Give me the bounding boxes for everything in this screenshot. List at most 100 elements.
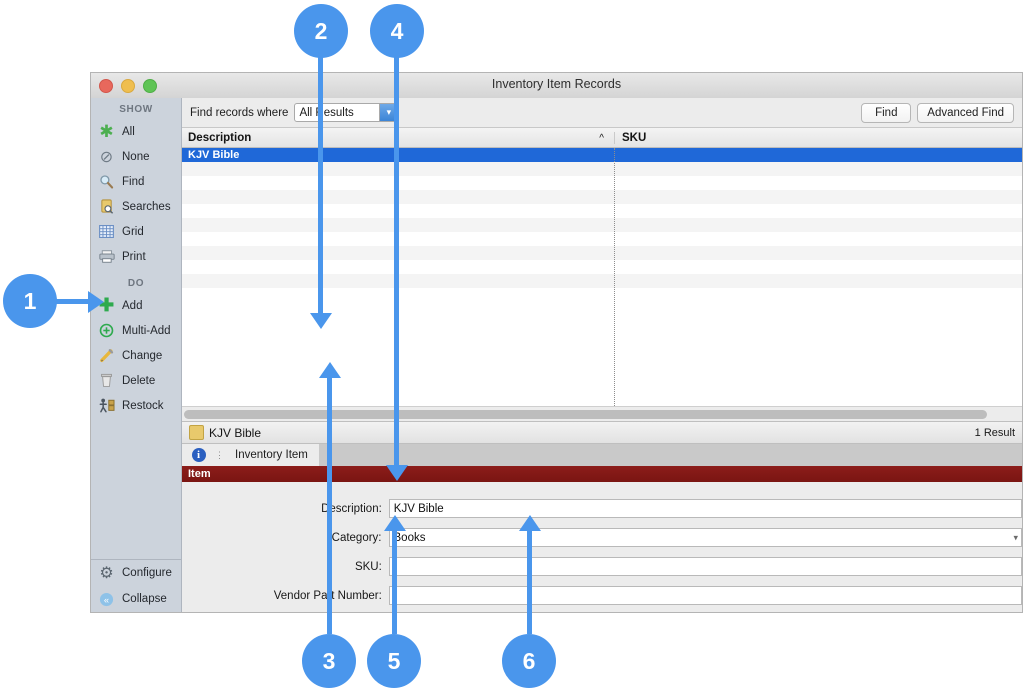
sidebar-item-label: Collapse — [122, 593, 167, 605]
callout-badge-4: 4 — [370, 4, 424, 58]
sidebar-item-restock[interactable]: Restock — [91, 393, 181, 418]
close-button[interactable] — [99, 79, 113, 93]
sidebar-item-label: Configure — [122, 567, 172, 579]
callout-5-arrow — [384, 515, 406, 531]
window-titlebar: Inventory Item Records — [91, 73, 1022, 99]
saved-searches-icon — [98, 198, 115, 215]
description-input[interactable]: KJV Bible — [388, 499, 1022, 518]
sidebar-item-label: Restock — [122, 399, 164, 412]
table-row[interactable] — [182, 162, 1022, 176]
sidebar-item-searches[interactable]: Searches — [91, 194, 181, 219]
sidebar-item-add[interactable]: ✚ Add — [91, 293, 181, 318]
tab-inventory-item[interactable]: Inventory Item — [224, 444, 319, 466]
vendor-part-number-input[interactable] — [388, 586, 1022, 605]
horizontal-scrollbar[interactable] — [182, 406, 1022, 421]
collapse-chevron-icon: « — [98, 591, 115, 608]
sku-input[interactable] — [388, 557, 1022, 576]
sidebar-item-grid[interactable]: Grid — [91, 219, 181, 244]
table-row[interactable] — [182, 176, 1022, 190]
column-divider[interactable] — [614, 148, 615, 406]
find-bar: Find records where All Results ▾ Find Ad… — [182, 98, 1022, 128]
sidebar-item-collapse[interactable]: « Collapse — [91, 586, 181, 612]
scrollbar-thumb[interactable] — [184, 409, 987, 419]
pencil-icon — [98, 347, 115, 364]
grid-icon — [98, 223, 115, 240]
callout-badge-5: 5 — [367, 634, 421, 688]
table-row[interactable]: KJV Bible — [182, 148, 1022, 162]
minimize-button[interactable] — [121, 79, 135, 93]
tab-grip-icon[interactable]: ⋮ — [215, 444, 224, 466]
form-row-description: Description: KJV Bible — [182, 494, 1022, 523]
result-count: 1 Result — [974, 426, 1015, 439]
sidebar-item-delete[interactable]: Delete — [91, 368, 181, 393]
sidebar-item-none[interactable]: ⊘ None — [91, 144, 181, 169]
table-row[interactable] — [182, 246, 1022, 260]
chevron-down-icon[interactable]: ▾ — [1013, 532, 1018, 542]
printer-icon — [98, 248, 115, 265]
callout-badge-2: 2 — [294, 4, 348, 58]
section-header-item: Item — [182, 466, 1022, 482]
callout-6-arrow — [519, 515, 541, 531]
table-row[interactable] — [182, 274, 1022, 288]
vendor-part-number-label: Vendor Part Number: — [273, 589, 382, 602]
prohibited-icon: ⊘ — [99, 148, 114, 166]
magnifier-icon — [98, 173, 115, 190]
cell-description: KJV Bible — [188, 149, 240, 161]
sidebar-item-label: Searches — [122, 200, 171, 213]
callout-1-leader — [55, 299, 88, 304]
form-row-category: Category: Books ▾ — [182, 523, 1022, 552]
description-label: Description: — [321, 502, 382, 515]
sidebar-show-header: SHOW — [119, 104, 153, 115]
find-records-label: Find records where — [190, 106, 289, 119]
advanced-find-button[interactable]: Advanced Find — [917, 102, 1014, 123]
table-row[interactable] — [182, 260, 1022, 274]
callout-badge-1: 1 — [3, 274, 57, 328]
sidebar-item-label: All — [122, 125, 135, 138]
sidebar-item-label: Add — [122, 299, 143, 312]
sidebar-item-label: None — [122, 150, 150, 163]
column-label: SKU — [622, 131, 647, 144]
sidebar-item-find[interactable]: Find — [91, 169, 181, 194]
category-select[interactable]: Books ▾ — [388, 528, 1022, 547]
callout-badge-3: 3 — [302, 634, 356, 688]
callout-1-arrow — [88, 291, 104, 313]
traffic-lights — [99, 79, 157, 93]
multi-add-icon — [98, 322, 115, 339]
asterisk-icon: ✱ — [99, 121, 114, 141]
tab-info[interactable]: i — [182, 444, 215, 466]
table-row[interactable] — [182, 218, 1022, 232]
item-form: Description: KJV Bible Category: Books ▾… — [182, 482, 1022, 612]
find-scope-select[interactable]: All Results ▾ — [294, 103, 399, 122]
sidebar-item-label: Print — [122, 250, 146, 263]
table-row[interactable] — [182, 204, 1022, 218]
callout-3-arrow — [319, 362, 341, 378]
zoom-button[interactable] — [143, 79, 157, 93]
find-button[interactable]: Find — [861, 102, 912, 123]
sidebar-item-label: Find — [122, 175, 145, 188]
callout-2-leader — [318, 57, 323, 313]
trash-icon — [98, 372, 115, 389]
table-row[interactable] — [182, 232, 1022, 246]
window-body: SHOW ✱ All ⊘ None Find Searches — [91, 98, 1022, 612]
column-label: Description — [188, 131, 252, 144]
sidebar-item-configure[interactable]: ⚙ Configure — [91, 560, 181, 586]
sidebar-bottom-group: ⚙ Configure « Collapse — [91, 559, 181, 612]
sidebar-item-change[interactable]: Change — [91, 343, 181, 368]
category-label: Category: — [331, 531, 382, 544]
column-header-sku[interactable]: SKU — [614, 131, 1022, 144]
sidebar-item-print[interactable]: Print — [91, 244, 181, 269]
description-value: KJV Bible — [393, 502, 444, 515]
sidebar-item-label: Multi-Add — [122, 324, 171, 337]
sidebar-item-label: Change — [122, 349, 163, 362]
chevron-down-icon[interactable]: ▾ — [379, 104, 398, 121]
callout-3-leader — [327, 378, 332, 634]
column-header-description[interactable]: Description ^ — [182, 132, 614, 144]
category-value: Books — [393, 531, 426, 544]
sidebar-item-all[interactable]: ✱ All — [91, 119, 181, 144]
table-row[interactable] — [182, 190, 1022, 204]
app-window: Inventory Item Records SHOW ✱ All ⊘ None… — [90, 72, 1023, 613]
callout-6-leader — [527, 531, 532, 634]
callout-2-arrow — [310, 313, 332, 329]
sidebar-item-multi-add[interactable]: Multi-Add — [91, 318, 181, 343]
item-cube-icon — [189, 425, 204, 440]
